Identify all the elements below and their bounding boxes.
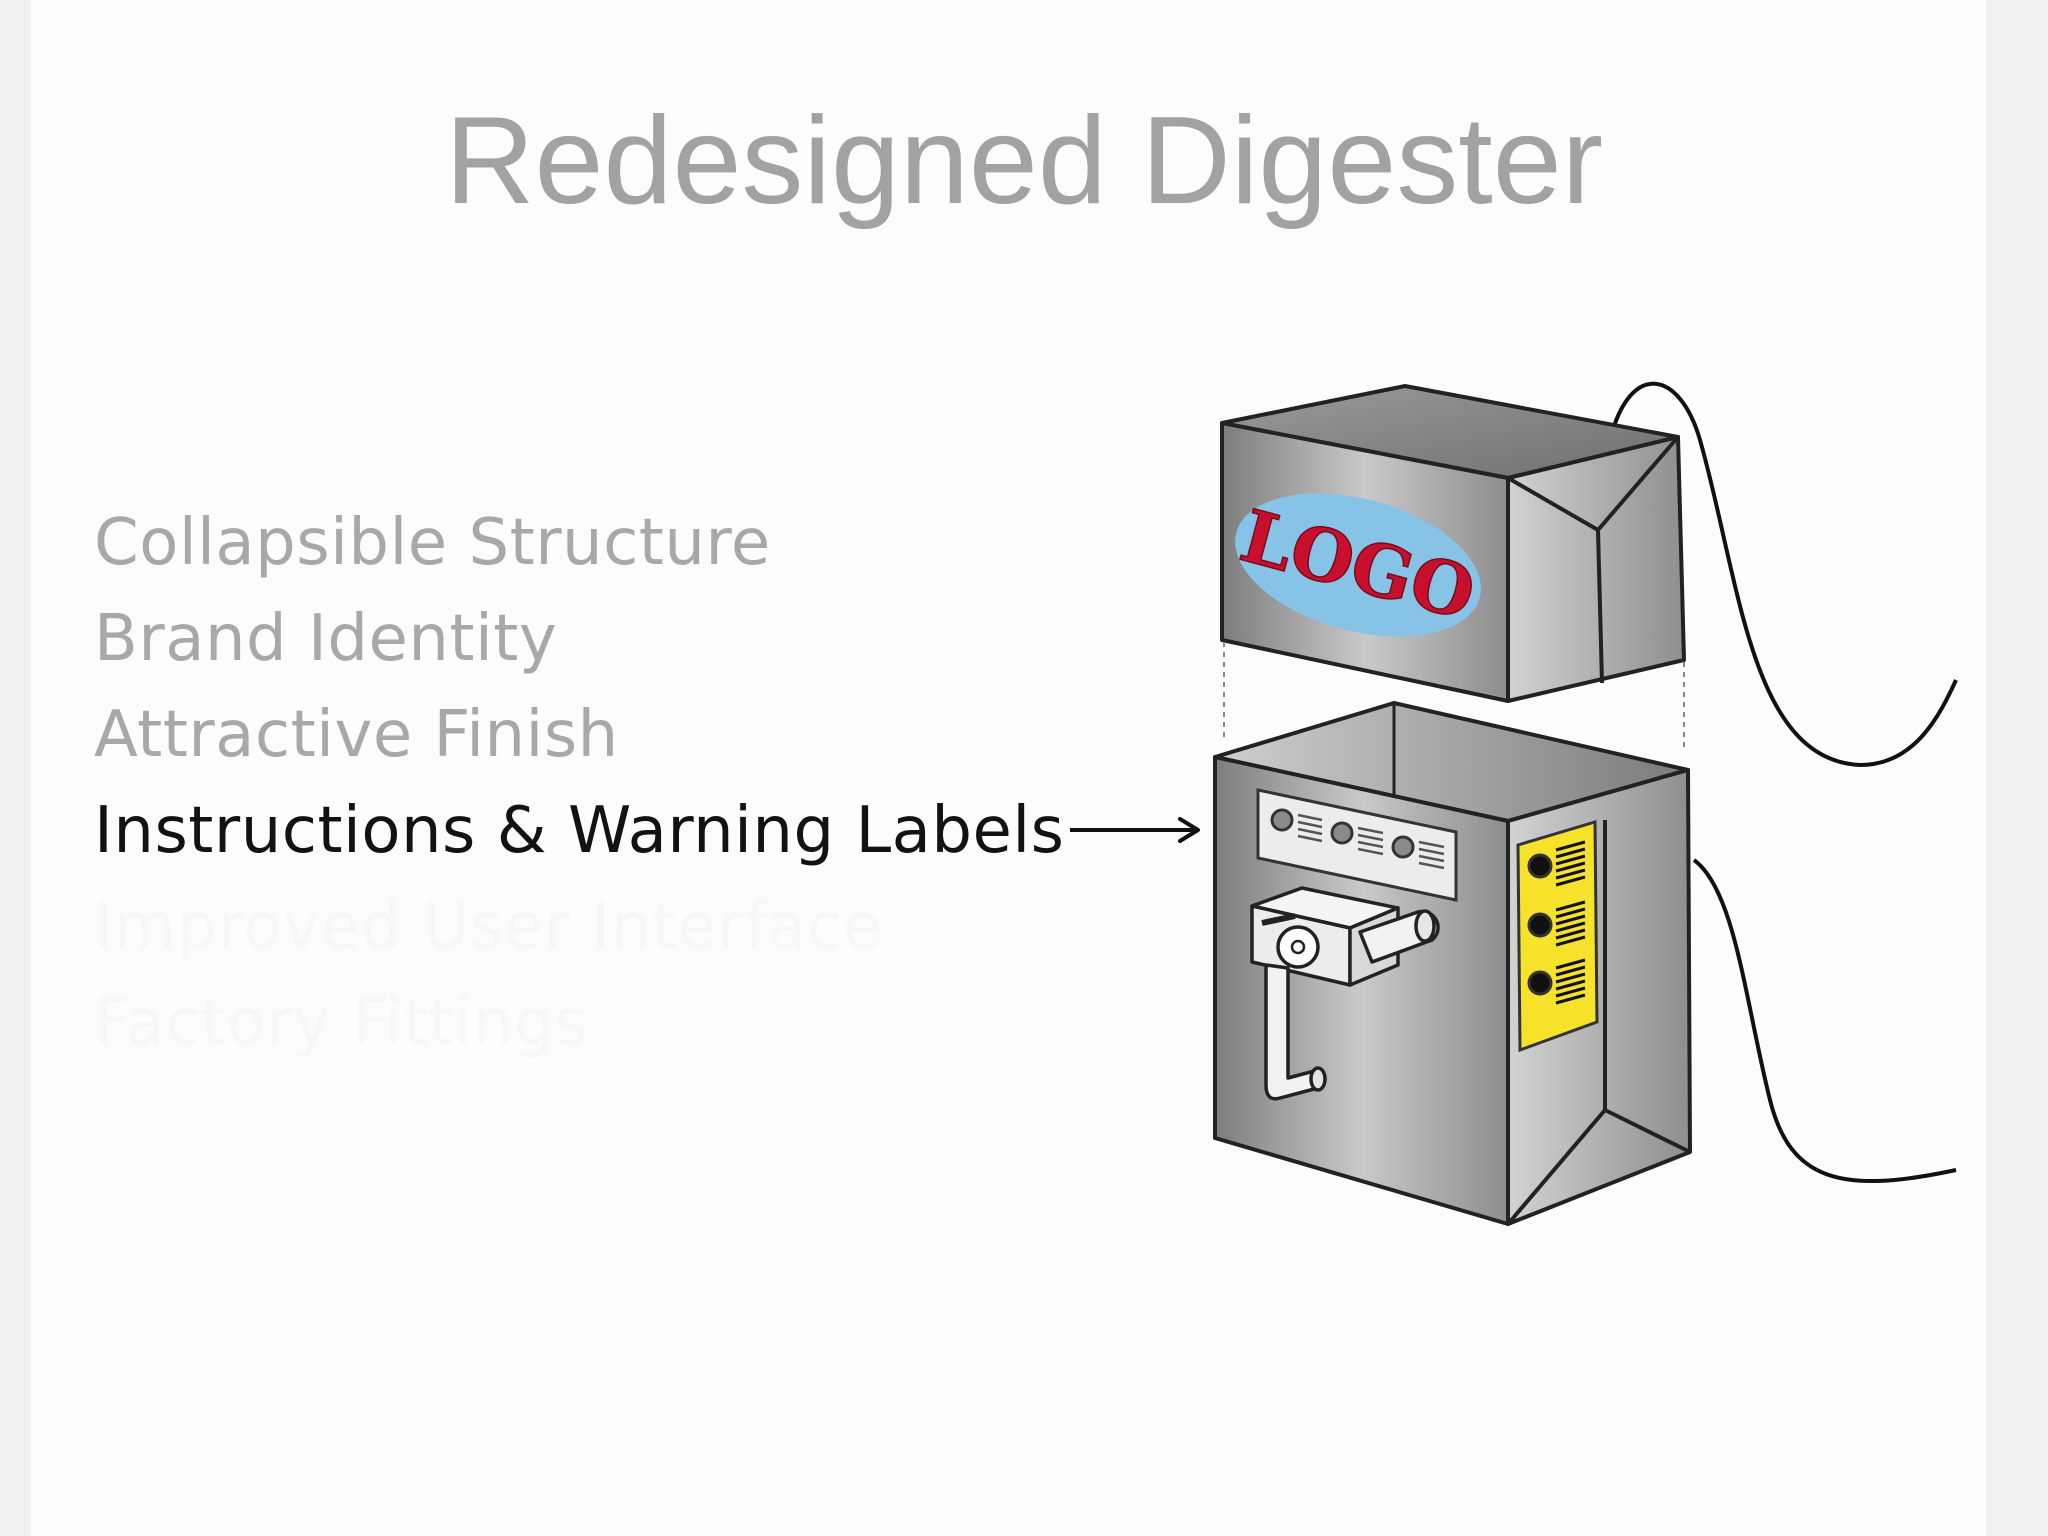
bullet-factory-fittings: Factory Fittings bbox=[94, 986, 589, 1060]
bullet-attractive-finish: Attractive Finish bbox=[94, 698, 619, 772]
power-cord-icon bbox=[1608, 381, 1958, 768]
bullet-improved-user-interface: Improved User Interface bbox=[94, 890, 883, 964]
instruction-label bbox=[1256, 788, 1458, 902]
tap-valve-icon bbox=[1250, 886, 1440, 987]
pipe-icon bbox=[1264, 963, 1327, 1101]
bullet-instructions-warning-labels: Instructions & Warning Labels bbox=[94, 794, 1065, 868]
slide-title: Redesigned Digester bbox=[444, 92, 1604, 230]
warning-label bbox=[1516, 819, 1599, 1053]
power-cord-lower bbox=[1692, 858, 1957, 1183]
logo-oval bbox=[1235, 493, 1481, 637]
bullet-brand-identity: Brand Identity bbox=[94, 602, 558, 676]
digester-diagram: LOGO bbox=[1213, 381, 1958, 1226]
bullet-list: Collapsible Structure Brand Identity Att… bbox=[94, 495, 1064, 1071]
bullet-collapsible-structure: Collapsible Structure bbox=[94, 506, 771, 580]
arrow-right-icon bbox=[1070, 817, 1200, 843]
